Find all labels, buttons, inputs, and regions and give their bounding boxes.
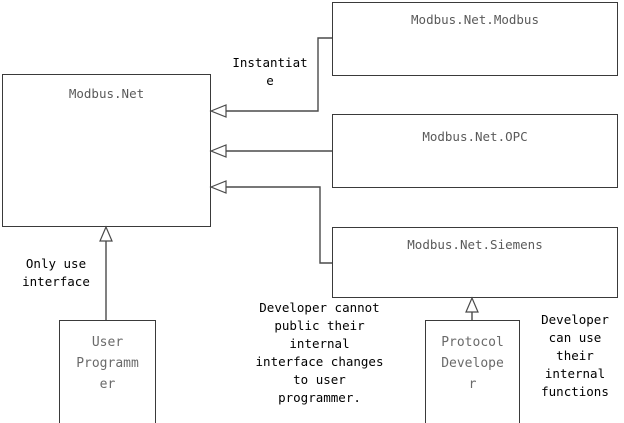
connector-opc-to-core — [209, 144, 332, 158]
actor-label-user-programmer: User Programm er — [76, 335, 139, 392]
note-instantiate: Instantiat e — [232, 55, 308, 88]
package-label-modbus-net-siemens: Modbus.Net.Siemens — [407, 237, 543, 252]
package-box-modbus-net-modbus[interactable]: Modbus.Net.Modbus — [332, 2, 618, 76]
actor-box-user-programmer[interactable]: User Programm er — [59, 320, 156, 423]
note-developer-can-use: Developer can use their internal functio… — [541, 312, 609, 399]
connector-siemens-to-core — [209, 180, 332, 264]
note-only-use-interface: Only use interface — [22, 256, 90, 289]
actor-label-protocol-developer: Protocol Develope r — [441, 335, 504, 392]
dependency-arrowhead-opc — [209, 144, 227, 158]
package-label-modbus-net-opc: Modbus.Net.OPC — [422, 129, 528, 144]
package-box-modbus-net[interactable]: Modbus.Net — [2, 74, 211, 227]
package-label-modbus-net-modbus: Modbus.Net.Modbus — [411, 12, 539, 27]
dependency-arrowhead-siemens — [209, 180, 227, 194]
dependency-arrowhead-modbus — [209, 104, 227, 118]
generalization-arrowhead-user-programmer — [99, 225, 113, 242]
package-box-modbus-net-siemens[interactable]: Modbus.Net.Siemens — [332, 227, 618, 298]
connector-protocol-developer-to-siemens — [465, 296, 479, 320]
package-box-modbus-net-opc[interactable]: Modbus.Net.OPC — [332, 114, 618, 188]
package-label-modbus-net: Modbus.Net — [68, 86, 145, 101]
actor-box-protocol-developer[interactable]: Protocol Develope r — [425, 320, 520, 423]
generalization-arrowhead-protocol-developer — [465, 296, 479, 313]
note-developer-cannot-public: Developer cannot public their internal i… — [255, 300, 384, 405]
